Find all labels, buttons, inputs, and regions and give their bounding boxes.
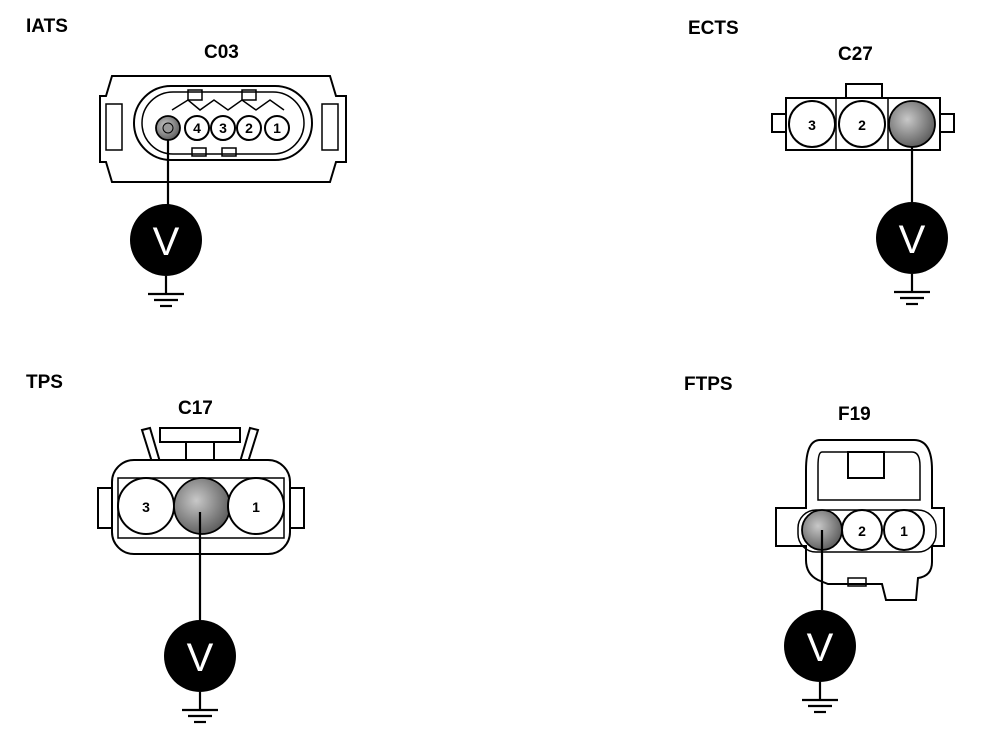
pin-c03-2: 2 <box>236 115 262 141</box>
pin-c17-1: 1 <box>227 477 285 535</box>
panel-tps: TPS C17 3 1 V <box>26 372 305 724</box>
svg-text:V: V <box>899 218 926 262</box>
sensor-label-ects: ECTS <box>688 18 739 39</box>
svg-text:1: 1 <box>252 499 260 515</box>
voltmeter-icon: V <box>164 620 236 692</box>
panel-ftps: FTPS F19 2 1 V <box>684 374 945 714</box>
svg-text:2: 2 <box>858 117 866 133</box>
voltmeter-icon: V <box>876 202 948 274</box>
svg-text:2: 2 <box>858 523 866 539</box>
probed-pin-c17 <box>173 477 231 535</box>
sensor-label-iats: IATS <box>26 16 68 37</box>
svg-text:4: 4 <box>193 120 201 136</box>
svg-text:1: 1 <box>900 523 908 539</box>
sensor-label-ftps: FTPS <box>684 374 733 395</box>
probed-pin-c27 <box>888 100 936 148</box>
voltmeter-icon: V <box>784 610 856 682</box>
connector-label-f19: F19 <box>838 404 871 425</box>
svg-text:3: 3 <box>219 120 227 136</box>
svg-text:V: V <box>807 626 834 670</box>
pin-c27-3: 3 <box>788 100 836 148</box>
pin-c27-2: 2 <box>838 100 886 148</box>
panel-ects: ECTS C27 3 2 V <box>688 18 955 306</box>
connector-f19: 2 1 <box>775 439 945 601</box>
pin-c03-4: 4 <box>184 115 210 141</box>
svg-text:V: V <box>153 220 180 264</box>
connector-c27: 3 2 <box>771 83 955 151</box>
ground-symbol-icon <box>802 698 838 714</box>
pin-f19-2: 2 <box>841 509 883 551</box>
svg-text:V: V <box>187 636 214 680</box>
ground-symbol-icon <box>182 708 218 724</box>
pin-c03-3: 3 <box>210 115 236 141</box>
connector-label-c17: C17 <box>178 398 213 419</box>
connector-c03: 4 3 2 1 <box>99 75 347 183</box>
pin-c17-3: 3 <box>117 477 175 535</box>
svg-text:2: 2 <box>245 120 253 136</box>
connector-c17: 3 1 <box>97 426 305 555</box>
connector-label-c03: C03 <box>204 42 239 63</box>
voltmeter-icon: V <box>130 204 202 276</box>
panel-iats: IATS C03 4 <box>26 16 347 308</box>
pin-c03-1: 1 <box>264 115 290 141</box>
pin-f19-1: 1 <box>883 509 925 551</box>
sensor-label-tps: TPS <box>26 372 63 393</box>
ground-symbol-icon <box>894 290 930 306</box>
ground-symbol-icon <box>148 292 184 308</box>
svg-text:1: 1 <box>273 120 281 136</box>
svg-text:3: 3 <box>808 117 816 133</box>
svg-text:3: 3 <box>142 499 150 515</box>
connector-label-c27: C27 <box>838 44 873 65</box>
